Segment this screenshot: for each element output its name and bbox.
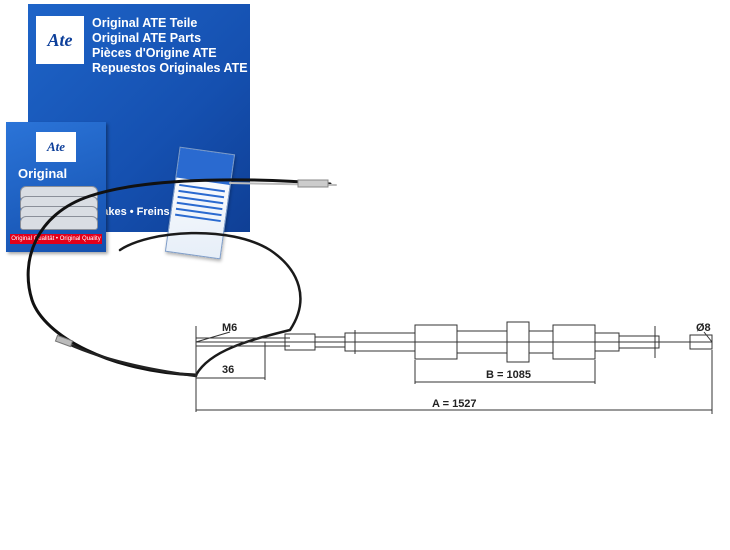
length-a-label: A = 1527 bbox=[432, 398, 477, 410]
parts-line-de: Original ATE Teile bbox=[92, 16, 198, 30]
cable-photo bbox=[26, 178, 337, 378]
m6-leader bbox=[195, 331, 231, 343]
d8-leader bbox=[703, 331, 713, 343]
thread-label: M6 bbox=[222, 322, 238, 334]
cable-tail bbox=[58, 338, 198, 378]
cable-end-fitting-2 bbox=[54, 334, 74, 348]
technical-drawing bbox=[195, 321, 713, 414]
cable-loop-inner bbox=[118, 231, 302, 377]
parts-line-es: Repuestos Originales ATE bbox=[92, 61, 248, 75]
brake-pad-box: Ate Original Original Qualität • Origina… bbox=[6, 122, 106, 252]
original-label: Original bbox=[18, 166, 68, 181]
diameter-label: Ø8 bbox=[696, 322, 711, 334]
cable-end-fitting bbox=[297, 179, 329, 188]
end-length-label: 36 bbox=[222, 364, 235, 376]
quality-label: Original Qualität • Original Quality bbox=[10, 234, 102, 244]
brake-pad bbox=[20, 216, 98, 230]
ate-logo: Ate bbox=[36, 16, 84, 64]
parts-line-en: Original ATE Parts bbox=[92, 31, 202, 45]
ate-logo-small: Ate bbox=[36, 132, 76, 162]
parts-line-fr: Pièces d'Origine ATE bbox=[92, 46, 217, 60]
parts-text-block: Original ATE Teile Original ATE Parts Pi… bbox=[92, 16, 248, 76]
brake-pads-image bbox=[20, 186, 98, 230]
length-b-label: B = 1085 bbox=[486, 369, 531, 381]
inner-wire-section bbox=[618, 335, 660, 349]
